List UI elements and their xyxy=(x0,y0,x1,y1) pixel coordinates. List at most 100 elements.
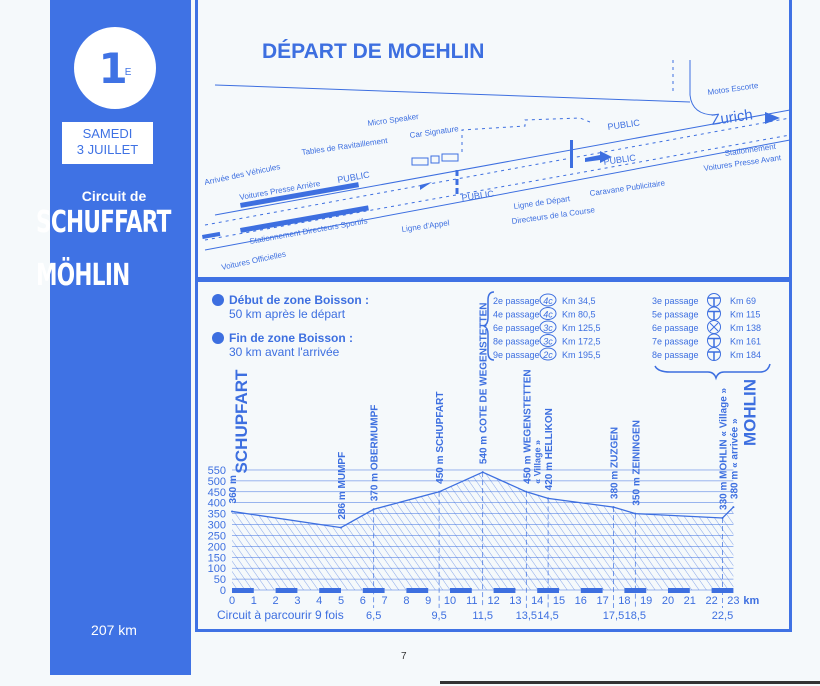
passage-label: 6e passage xyxy=(652,323,699,333)
x-tick-label: 23 xyxy=(727,595,739,607)
panel-divider xyxy=(195,277,792,282)
y-tick-label: 200 xyxy=(208,541,226,553)
passage-km: Km 195,5 xyxy=(562,350,601,360)
y-tick-label: 250 xyxy=(208,530,226,542)
page-number: 7 xyxy=(401,651,407,662)
km-bar-segment xyxy=(668,588,690,593)
drink-zone-start-icon xyxy=(212,294,224,306)
x-tick-label: 14 xyxy=(531,595,543,607)
passage-km: Km 125,5 xyxy=(562,323,601,333)
y-tick-label: 550 xyxy=(208,465,226,477)
waypoint-label: 380 m ZUZGEN xyxy=(610,427,621,499)
climb-category-icon xyxy=(539,307,557,320)
passage-km: Km 161 xyxy=(730,337,761,347)
x-tick-label: 12 xyxy=(487,595,499,607)
arrow-icon xyxy=(420,182,432,190)
passage-km: Km 138 xyxy=(730,323,761,333)
endpoint-name: SCHUPFART xyxy=(232,369,251,474)
drink-zone-end-icon xyxy=(212,332,224,344)
x-tick-label: 11 xyxy=(466,595,477,607)
waypoint-label: 360 m xyxy=(228,475,239,503)
legend-start-zone: Début de zone Boisson : xyxy=(229,293,369,307)
passage-km: Km 172,5 xyxy=(562,337,601,347)
x-tick-label: 15 xyxy=(553,595,565,607)
secondary-tick-label: 6,5 xyxy=(366,610,381,622)
date-box: SAMEDI 3 JUILLET xyxy=(62,122,153,164)
km-bar-segment xyxy=(493,588,516,593)
y-tick-label: 100 xyxy=(208,563,226,575)
secondary-tick-label: 11,5 xyxy=(472,610,493,622)
x-tick-label: 22 xyxy=(705,595,717,607)
cross-mark xyxy=(709,322,719,332)
sprint-mark xyxy=(708,351,720,360)
passage-label: 8e passage xyxy=(652,350,699,360)
signature-car xyxy=(441,153,459,162)
map-label-zurich: Zurich xyxy=(710,106,754,129)
passage-label: 9e passage xyxy=(493,350,540,360)
secondary-tick-label: 18,5 xyxy=(625,610,646,622)
climb-category-icon xyxy=(539,293,557,307)
barrier-line xyxy=(204,134,791,241)
x-tick-label: 2 xyxy=(273,595,279,607)
passage-km: Km 80,5 xyxy=(562,310,596,320)
km-bar-segment xyxy=(580,588,603,593)
elevation-point xyxy=(634,512,637,515)
passage-km: Km 69 xyxy=(730,296,756,306)
title-line-2: MÖHLIN xyxy=(36,258,130,293)
parking-vehicles xyxy=(240,205,369,233)
x-tick-label: 5 xyxy=(338,595,344,607)
road-edge xyxy=(214,109,791,216)
map-label: PUBLIC xyxy=(461,188,495,202)
x-tick-label: 20 xyxy=(662,595,674,607)
waypoint-label: 450 m WEGENSTETTEN xyxy=(522,369,533,483)
climb-category: 3c xyxy=(543,323,553,333)
content-frame xyxy=(195,0,792,632)
y-tick-label: 300 xyxy=(208,520,226,532)
barrier-line xyxy=(204,117,791,226)
endpoint-name: MOHLIN xyxy=(740,379,759,446)
waypoint-label: 450 m SCHUPFART xyxy=(435,392,446,484)
km-bar-segment xyxy=(275,588,298,593)
elevation-point xyxy=(481,471,484,474)
x-tick-label: 19 xyxy=(640,595,652,607)
waypoint-label: 330 m MOHLIN « Village » xyxy=(719,387,730,510)
y-tick-label: 450 xyxy=(208,487,226,499)
sprint-icon xyxy=(707,347,721,361)
passage-km: Km 34,5 xyxy=(562,296,596,306)
x-tick-label: 17 xyxy=(596,595,608,607)
map-title: DÉPART DE MOEHLIN xyxy=(262,40,484,63)
legend-end-zone-detail: 30 km avant l'arrivée xyxy=(229,345,340,359)
passage-label: 4e passage xyxy=(493,310,540,320)
road-corner xyxy=(689,60,716,116)
km-bar-segment xyxy=(232,588,254,593)
sprint-mark xyxy=(708,297,720,306)
x-tick-label: 0 xyxy=(229,595,235,607)
title-line-1: SCHUFFART xyxy=(36,205,171,240)
stage-suffix: E xyxy=(124,66,132,78)
legend-start-zone-detail: 50 km après le départ xyxy=(229,307,346,321)
x-tick-label: 8 xyxy=(403,595,409,607)
elevation-point xyxy=(525,490,528,493)
legend-end-zone: Fin de zone Boisson : xyxy=(229,331,353,345)
passage-km: Km 115 xyxy=(730,310,760,320)
elevation-point xyxy=(231,510,233,513)
waypoint-label: 370 m OBERMUMPF xyxy=(370,405,381,502)
y-tick-label: 150 xyxy=(208,552,226,564)
stage-number: 1 xyxy=(98,43,128,93)
passage-label: 6e passage xyxy=(493,323,540,333)
x-tick-label: 16 xyxy=(575,595,587,607)
barrier-line xyxy=(461,117,591,152)
elevation-point xyxy=(732,506,735,509)
map-label: PUBLIC xyxy=(603,152,637,166)
brace xyxy=(654,363,771,381)
waypoint-label: 540 m COTE DE WEGENSTETTEN xyxy=(479,302,490,464)
km-bar-segment xyxy=(406,588,429,593)
x-tick-label: 6 xyxy=(360,595,366,607)
climb-category: 4c xyxy=(543,310,553,320)
x-unit-label: km xyxy=(743,595,759,607)
x-tick-label: 10 xyxy=(444,595,456,607)
secondary-tick-label: 17,5 xyxy=(603,610,624,622)
